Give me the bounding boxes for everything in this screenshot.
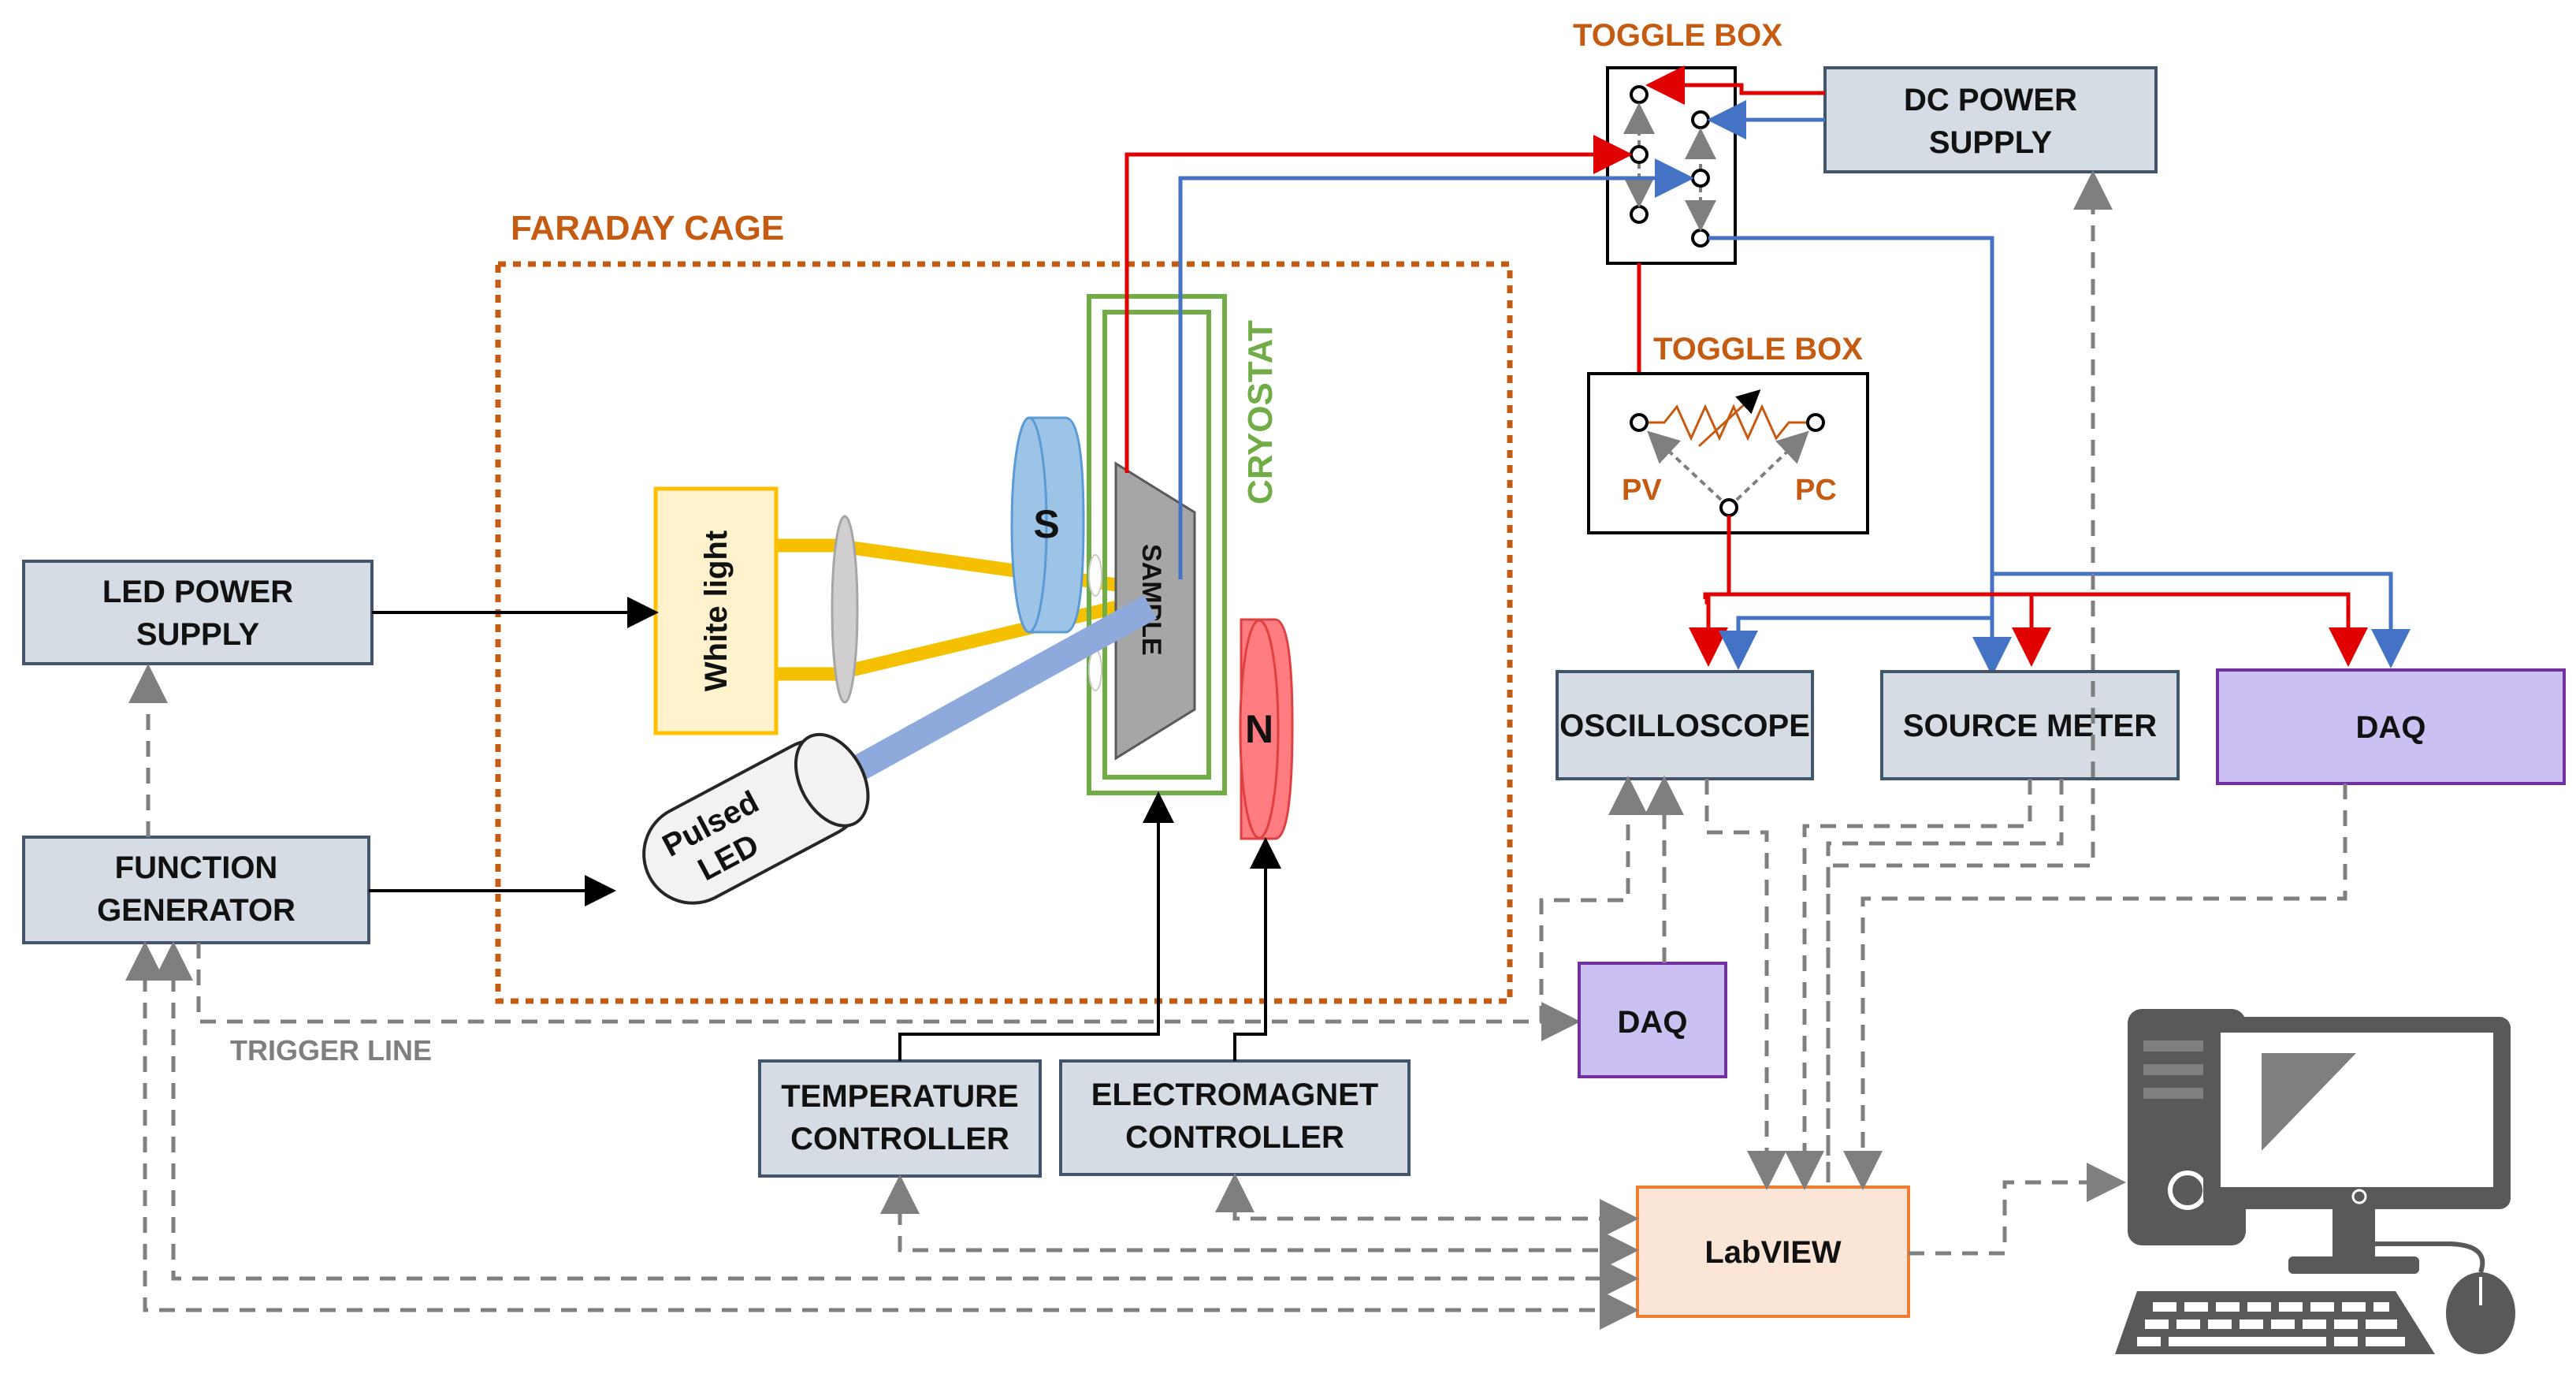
trigger-line-label: TRIGGER LINE xyxy=(230,1034,432,1066)
toggle-box-mid-terminals xyxy=(1630,413,1825,517)
labview-box: LabVIEW xyxy=(1636,1186,1910,1318)
magnet-s-label: S xyxy=(1033,502,1059,546)
toggle-box-top xyxy=(1606,66,1737,265)
pv-label: PV xyxy=(1622,474,1662,507)
daq-right-box: DAQ xyxy=(2216,668,2566,785)
oscilloscope-box: OSCILLOSCOPE xyxy=(1556,670,1814,780)
toggle-box-top-label: TOGGLE BOX xyxy=(1573,18,1782,53)
dc-power-supply-box: DC POWER SUPPLY xyxy=(1823,66,2158,173)
lens-icon xyxy=(831,515,859,704)
svg-text:OSCILLOSCOPE: OSCILLOSCOPE xyxy=(1559,709,1810,743)
svg-text:LabVIEW: LabVIEW xyxy=(1704,1235,1842,1270)
arrow-em-controller-to-magnet xyxy=(1233,837,1281,1061)
magnet-n-label: N xyxy=(1245,707,1273,751)
svg-text:ELECTROMAGNET: ELECTROMAGNET xyxy=(1091,1078,1378,1112)
dashed-connections xyxy=(125,170,2347,1330)
faraday-cage xyxy=(495,261,1513,1004)
svg-text:LED POWER: LED POWER xyxy=(102,575,293,609)
source-meter-box: SOURCE METER xyxy=(1880,670,2180,780)
wire-dc-to-toggle-red xyxy=(1645,65,1825,105)
temperature-controller-box: TEMPERATURE CONTROLLER xyxy=(758,1059,1042,1178)
wire-sample-to-toggle-blue xyxy=(1178,158,1694,579)
toggle-switch-arrows xyxy=(1623,102,1716,232)
magnet-icon: S xyxy=(1010,416,1085,634)
faraday-cage-label: FARADAY CAGE xyxy=(511,209,784,248)
white-light-source xyxy=(653,486,779,735)
svg-text:SOURCE METER: SOURCE METER xyxy=(1903,709,2157,743)
svg-text:SUPPLY: SUPPLY xyxy=(1929,125,2053,160)
wire-blue-to-oscilloscope xyxy=(1719,616,1992,670)
svg-text:DAQ: DAQ xyxy=(1618,1005,1688,1040)
pc-label: PC xyxy=(1795,474,1837,507)
magnet-icon: N xyxy=(1239,618,1294,840)
toggle-box-mid-label: TOGGLE BOX xyxy=(1653,332,1863,367)
function-generator-box: FUNCTION GENERATOR xyxy=(22,836,370,944)
wire-sample-to-toggle-red xyxy=(1124,135,1633,473)
svg-text:SUPPLY: SUPPLY xyxy=(136,617,260,652)
daq-small-box: DAQ xyxy=(1578,962,1727,1078)
wire-blue-to-daq xyxy=(1992,571,2411,668)
cryostat-inner xyxy=(1102,310,1211,780)
svg-text:GENERATOR: GENERATOR xyxy=(97,893,296,928)
svg-text:CONTROLLER: CONTROLLER xyxy=(1125,1120,1344,1155)
computer-icon xyxy=(2115,1009,2515,1354)
svg-text:DAQ: DAQ xyxy=(2356,710,2426,745)
wire-red-to-oscilloscope xyxy=(1689,592,1729,667)
svg-text:CONTROLLER: CONTROLLER xyxy=(790,1122,1009,1156)
pv-pc-switch-arrows xyxy=(1647,430,1809,501)
cryostat-label: CRYOSTAT xyxy=(1241,320,1280,504)
trigger-line xyxy=(196,943,1581,1041)
cryostat-window xyxy=(1088,649,1102,691)
svg-text:TEMPERATURE: TEMPERATURE xyxy=(781,1079,1018,1114)
led-power-supply-box: LED POWER SUPPLY xyxy=(22,560,374,665)
cryostat-window xyxy=(1088,554,1102,597)
wire-toggle-mid-outputs-red xyxy=(1703,516,2368,667)
wire-toggle-to-source-meter-blue xyxy=(1708,236,2012,676)
white-light-label: White light xyxy=(699,530,734,691)
svg-text:FUNCTION: FUNCTION xyxy=(115,851,278,885)
electromagnet-controller-box: ELECTROMAGNET CONTROLLER xyxy=(1059,1059,1411,1176)
svg-text:DC POWER: DC POWER xyxy=(1904,83,2077,117)
pulsed-led-beam xyxy=(830,595,1158,792)
pulsed-led: Pulsed LED xyxy=(642,732,870,905)
